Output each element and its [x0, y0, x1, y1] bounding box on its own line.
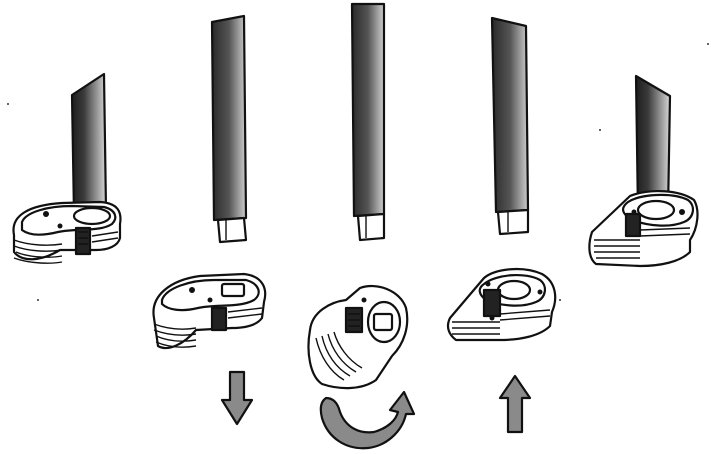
- arrow-up-icon: [498, 374, 532, 434]
- rod-second: [210, 14, 248, 244]
- arrow-down-icon: [220, 370, 254, 426]
- rod-left: [70, 72, 108, 216]
- clip-installed-left: [12, 200, 122, 264]
- clip-installed-right: [588, 189, 699, 268]
- clip-flipped: [446, 268, 557, 342]
- rotate-arrow-icon: [319, 390, 416, 450]
- clip-rotated: [307, 284, 409, 390]
- rod-fourth: [490, 16, 530, 236]
- rod-center: [350, 2, 386, 242]
- scan-specks: [7, 43, 709, 301]
- clip-removed: [152, 272, 267, 350]
